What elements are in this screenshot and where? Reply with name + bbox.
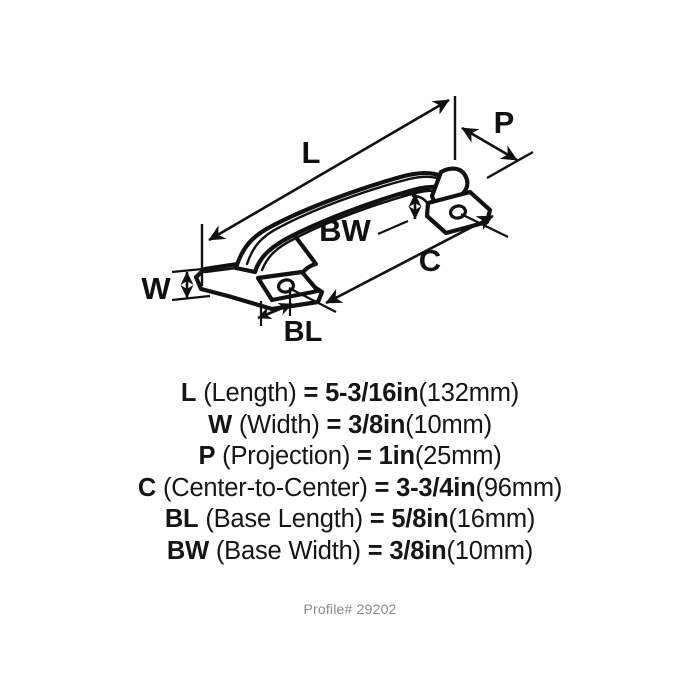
profile-number: Profile# 29202 [303, 601, 397, 617]
spec-metric-BW: (10mm) [446, 536, 534, 565]
spec-name-BL: (Base Length) [205, 505, 363, 533]
projection-dim-line [461, 126, 518, 162]
spec-row-length: L (Length) = 5-3/16in(132mm) [0, 378, 700, 410]
spec-code-BL: BL [164, 505, 199, 533]
spec-row-center-to-center: C (Center-to-Center) = 3-3/4in(96mm) [0, 473, 700, 505]
label-L: L [302, 135, 321, 170]
spec-name-C: (Center-to-Center) [162, 473, 368, 502]
dimension-center-to-center: C [288, 213, 509, 313]
cc-leader-left [288, 287, 337, 313]
spec-row-projection: P (Projection) = 1in(25mm) [0, 441, 700, 473]
width-ext-top [171, 266, 214, 274]
dimension-projection: P [461, 105, 534, 180]
spec-imperial-BW: 3/8in [389, 536, 447, 565]
spec-code-W: W [208, 410, 232, 439]
left-screw-hole [276, 278, 296, 294]
spec-imperial-BL: 5/8in [391, 505, 449, 533]
spec-imperial-L: 5-3/16in [325, 379, 419, 407]
spec-code-C: C [137, 473, 157, 502]
spec-name-BW: (Base Width) [215, 536, 361, 565]
diagram-svg: L P C W [141, 96, 534, 348]
spec-equals-BL: = [369, 505, 385, 533]
spec-metric-C: (96mm) [475, 473, 563, 502]
dimension-length: L [200, 96, 457, 286]
length-dim-line [208, 98, 450, 242]
spec-row-width: W (Width) = 3/8in(10mm) [0, 410, 700, 442]
label-BL: BL [284, 316, 323, 348]
bw-leader [377, 219, 409, 236]
spec-imperial-W: 3/8in [348, 410, 406, 439]
spec-name-P: (Projection) [222, 442, 351, 470]
spec-equals-L: = [303, 379, 319, 407]
spec-code-P: P [198, 442, 216, 470]
spec-metric-L: (132mm) [418, 379, 520, 407]
label-P: P [494, 105, 515, 140]
spec-equals-W: = [326, 410, 342, 439]
label-W: W [141, 271, 171, 306]
bl-dim-line [257, 302, 293, 320]
label-BW: BW [319, 213, 371, 248]
spec-imperial-P: 1in [378, 442, 415, 470]
spec-name-W: (Width) [238, 410, 320, 439]
spec-code-BW: BW [166, 536, 209, 565]
dimension-width: W [141, 266, 214, 306]
projection-ext-lower [486, 150, 534, 180]
spec-equals-C: = [374, 473, 390, 502]
spec-row-base-length: BL (Base Length) = 5/8in(16mm) [0, 504, 700, 536]
right-screw-hole [448, 204, 468, 220]
spec-row-base-width: BW (Base Width) = 3/8in(10mm) [0, 536, 700, 568]
spec-code-L: L [180, 379, 197, 407]
cc-dim-line [325, 214, 494, 305]
spec-metric-BL: (16mm) [448, 505, 536, 533]
dimension-diagram: L P C W [141, 96, 534, 348]
spec-imperial-C: 3-3/4in [396, 473, 476, 502]
spec-equals-P: = [357, 442, 372, 470]
spec-equals-BW: = [367, 536, 383, 565]
label-C: C [419, 243, 441, 278]
bw-ext-top [400, 186, 433, 198]
dimension-base-length: BL [257, 289, 323, 348]
spec-metric-P: (25mm) [414, 442, 502, 470]
cc-leader-right [460, 213, 509, 238]
spec-name-L: (Length) [203, 379, 297, 407]
spec-metric-W: (10mm) [405, 410, 492, 439]
specification-list: L (Length) = 5-3/16in(132mm) W (Width) =… [0, 378, 700, 567]
dimension-base-width: BW [319, 186, 433, 248]
width-ext-bottom [171, 294, 211, 302]
